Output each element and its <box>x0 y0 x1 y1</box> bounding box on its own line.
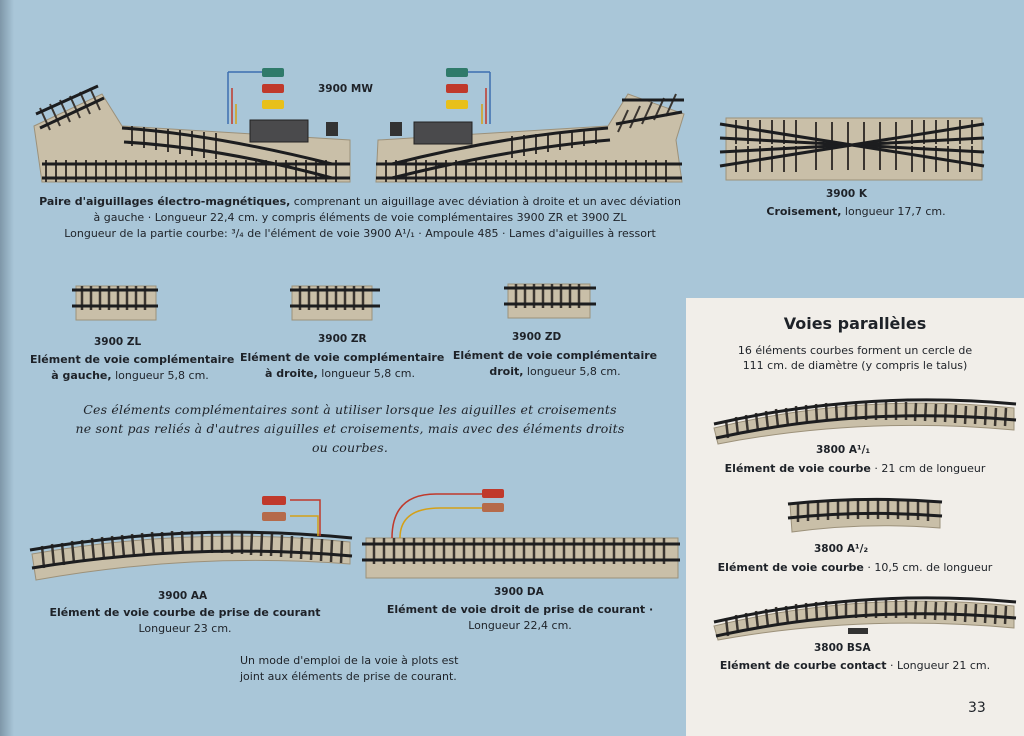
zd-desc-text: longueur 5,8 cm. <box>523 365 621 378</box>
bsa-desc: Elément de courbe contact · Longueur 21 … <box>690 658 1020 674</box>
da-desc-line-2: Longueur 22,4 cm. <box>468 619 572 632</box>
zl-code: 3900 ZL <box>94 336 142 348</box>
track-3900zd-illustration <box>504 283 596 319</box>
da-code: 3900 DA <box>494 586 544 598</box>
switch-desc-line-1: Paire d'aiguillages électro-magnétiques,… <box>30 194 690 210</box>
a11-desc-bold: Elément de voie courbe <box>724 462 871 475</box>
bsa-desc-text: · Longueur 21 cm. <box>886 659 991 672</box>
a12-code: 3800 A¹/₂ <box>814 543 869 555</box>
aa-code: 3900 AA <box>158 590 208 602</box>
switch-desc-line-2: à gauche · Longueur 22,4 cm. y compris é… <box>93 211 627 224</box>
zr-desc-text: longueur 5,8 cm. <box>317 367 415 380</box>
page-number: 33 <box>968 700 986 716</box>
track-3900zl-illustration <box>72 285 158 321</box>
track-3800bsa-illustration <box>713 596 1017 641</box>
track-3800a1-illustration <box>713 398 1017 445</box>
aa-desc-line-2: Longueur 23 cm. <box>138 622 232 635</box>
zr-desc-bold: à droite, <box>265 367 318 380</box>
crossing-code: 3900 K <box>826 188 868 200</box>
bsa-code: 3800 BSA <box>814 642 871 654</box>
zl-desc-text: longueur 5,8 cm. <box>111 369 209 382</box>
da-desc-line-1: Elément de voie droit de prise de couran… <box>386 603 654 616</box>
zd-desc-bold: droit, <box>489 365 524 378</box>
a12-desc-text: · 10,5 cm. de longueur <box>863 561 993 574</box>
track-3900zr-illustration <box>290 285 380 321</box>
zr-desc-line-2: à droite, longueur 5,8 cm. <box>240 366 440 382</box>
zl-desc-line-1: Elément de voie complémentaire <box>30 353 235 366</box>
crossing-desc: Croisement, longueur 17,7 cm. <box>716 204 996 220</box>
switch-desc-line-3: Longueur de la partie courbe: ³/₄ de l'é… <box>64 227 656 240</box>
panel-intro-line-2: 111 cm. de diamètre (y compris le talus) <box>742 359 968 372</box>
switch-right-illustration <box>375 68 685 183</box>
zl-desc-bold: à gauche, <box>51 369 112 382</box>
crossing-desc-bold: Croisement, <box>766 205 842 218</box>
track-3900da-illustration <box>362 489 680 579</box>
note-line-3: ou courbes. <box>311 440 389 455</box>
switch-code: 3900 MW <box>318 83 373 95</box>
power-note-line-1: Un mode d'emploi de la voie à plots est <box>240 654 459 667</box>
panel-title: Voies parallèles <box>783 314 927 333</box>
zr-code: 3900 ZR <box>318 333 367 345</box>
switch-left-illustration <box>33 68 351 183</box>
panel-intro-line-1: 16 éléments courbes forment un cercle de <box>737 344 973 357</box>
track-3800a12-illustration <box>787 497 943 533</box>
note-line-1: Ces éléments complémentaires sont à util… <box>83 402 617 417</box>
power-note-line-2: joint aux éléments de prise de courant. <box>240 670 457 683</box>
zd-code: 3900 ZD <box>512 331 562 343</box>
zr-desc-line-1: Elément de voie complémentaire <box>240 351 445 364</box>
zd-desc-line-1: Elément de voie complémentaire <box>452 349 658 362</box>
note-line-2: ne sont pas reliés à d'autres aiguilles … <box>75 421 625 436</box>
aa-desc-line-1: Elément de voie courbe de prise de coura… <box>49 606 321 619</box>
bsa-desc-bold: Elément de courbe contact <box>719 659 887 672</box>
page-edge-shadow <box>0 0 14 736</box>
crossing-desc-text: longueur 17,7 cm. <box>841 205 946 218</box>
switch-desc-bold: Paire d'aiguillages électro-magnétiques, <box>39 195 291 208</box>
zd-desc-line-2: droit, longueur 5,8 cm. <box>450 364 660 380</box>
zl-desc-line-2: à gauche, longueur 5,8 cm. <box>30 368 230 384</box>
track-3900aa-illustration <box>29 496 353 581</box>
a11-desc-text: · 21 cm de longueur <box>870 462 986 475</box>
crossing-illustration <box>719 117 985 181</box>
switch-desc-text: comprenant un aiguillage avec déviation … <box>290 195 681 208</box>
a12-desc: Elément de voie courbe · 10,5 cm. de lon… <box>690 560 1020 576</box>
a11-desc: Elément de voie courbe · 21 cm de longue… <box>690 461 1020 477</box>
a12-desc-bold: Elément de voie courbe <box>717 561 864 574</box>
a11-code: 3800 A¹/₁ <box>816 444 871 456</box>
